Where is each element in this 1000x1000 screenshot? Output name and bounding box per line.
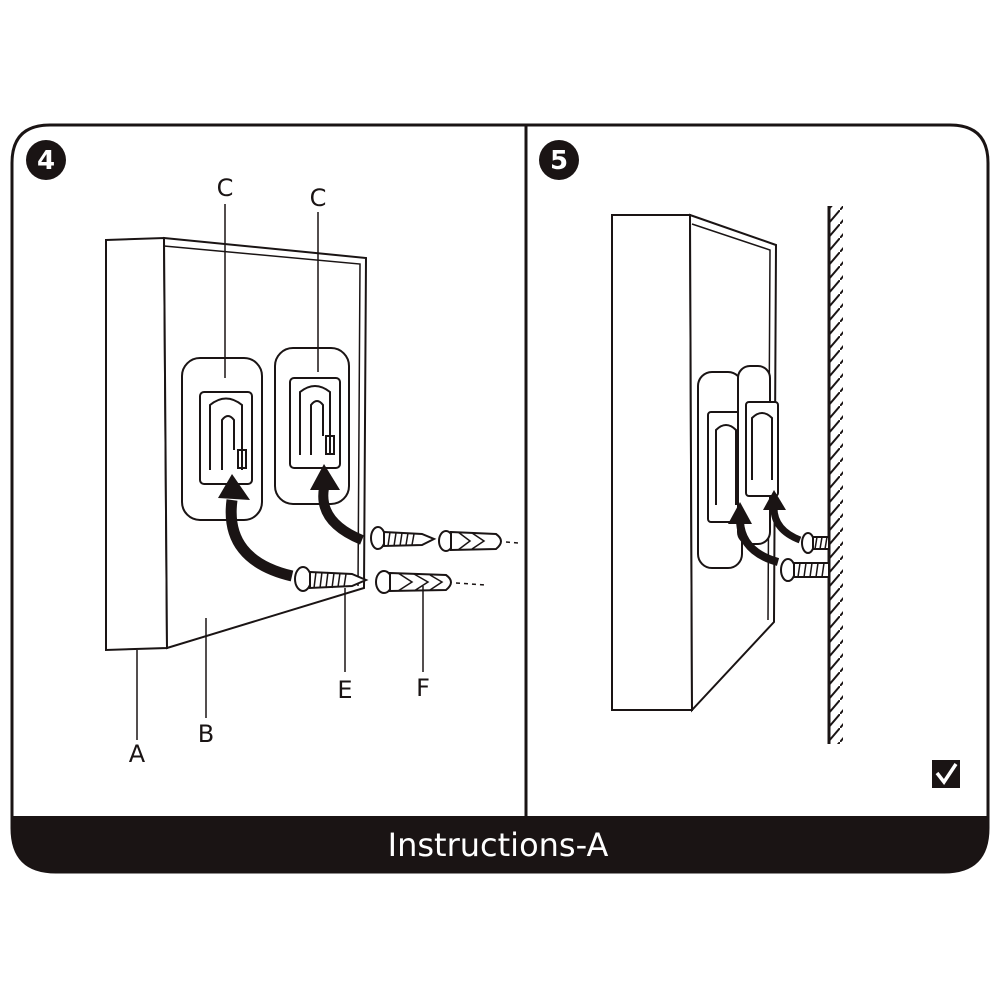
wall-anchor-lower: [375, 570, 452, 594]
label-c-left: C: [217, 174, 234, 202]
leader-lines: [136, 204, 424, 740]
wall-screw-lower: [780, 558, 830, 582]
board-face: [162, 236, 368, 650]
panel-step-4: 4: [26, 140, 519, 768]
panel-board: [105, 236, 368, 652]
step-number: 5: [550, 146, 568, 176]
board-edge: [105, 236, 169, 652]
arrow-to-hook-left: [218, 474, 294, 582]
footer-bar: Instructions-A: [12, 816, 988, 872]
label-e: E: [337, 676, 352, 704]
alignment-lines: [455, 541, 519, 586]
wall-screw-upper: [801, 532, 830, 554]
screw-upper: [370, 526, 437, 550]
label-a: A: [129, 740, 146, 768]
mounted-hook-right: [737, 365, 779, 545]
adhesive-hook-left: [181, 357, 263, 521]
label-c-right: C: [310, 184, 327, 212]
step-number-badge: 5: [539, 140, 579, 180]
footer-title: Instructions-A: [388, 826, 609, 864]
label-b: B: [198, 720, 214, 748]
screw-lower: [294, 566, 369, 592]
board-edge: [611, 214, 694, 711]
checkmark-icon: [932, 760, 960, 788]
wall-anchor-upper: [438, 530, 502, 552]
arrow-to-hook-right: [310, 464, 364, 545]
wall: [827, 206, 843, 744]
label-f: F: [416, 674, 430, 702]
step-number-badge: 4: [26, 140, 66, 180]
step-number: 4: [37, 146, 55, 176]
panel-step-5: 5: [539, 140, 960, 788]
board-top-inner: [163, 245, 361, 587]
arrow-to-mounted-hook-right: [763, 490, 802, 544]
arrow-to-mounted-hook-left: [728, 502, 780, 566]
adhesive-hook-right: [274, 347, 350, 505]
